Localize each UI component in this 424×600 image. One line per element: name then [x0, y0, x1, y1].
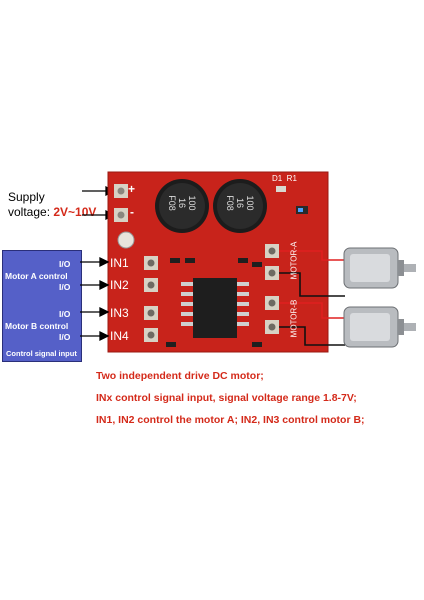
- motor-b-control-label: Motor B control: [5, 321, 69, 331]
- motor-a: [343, 247, 416, 289]
- motor-a-silk-label: MOTOR-A: [289, 241, 299, 280]
- supply-label: Supply voltage: 2V~10V: [8, 190, 96, 220]
- smd-components: [166, 258, 262, 347]
- in1-label: IN1: [110, 256, 129, 270]
- input-arrows: [80, 256, 110, 342]
- mounting-hole: [117, 231, 135, 249]
- smd-resistor: [276, 186, 286, 192]
- capacitor-right: [213, 179, 267, 233]
- io-label-4: I/O: [59, 332, 71, 342]
- driver-ic: [181, 278, 249, 338]
- input-pin-header: [144, 256, 158, 342]
- capacitor-left: [155, 179, 209, 233]
- plus-label: +: [128, 182, 136, 196]
- control-signal-panel: I/O Motor A control I/O I/O Motor B cont…: [2, 250, 82, 362]
- in2-label: IN2: [110, 278, 129, 292]
- motor-b: [343, 306, 416, 348]
- caption-line-1: Two independent drive DC motor;: [96, 370, 264, 382]
- control-signal-input-label: Control signal input: [6, 349, 77, 358]
- motor-b-silk-label: MOTOR-B: [289, 299, 299, 338]
- io-label-1: I/O: [59, 259, 71, 269]
- caption-line-2: INx control signal input, signal voltage…: [96, 392, 357, 404]
- caption-line-3: IN1, IN2 control the motor A; IN2, IN3 c…: [96, 414, 365, 426]
- led-labels: D1 R1: [272, 174, 297, 183]
- motor-wires: [279, 250, 345, 346]
- motor-a-control-label: Motor A control: [5, 271, 68, 281]
- power-pads: [114, 184, 128, 222]
- minus-label: -: [130, 205, 134, 219]
- in3-label: IN3: [110, 306, 129, 320]
- supply-title: Supply: [8, 190, 45, 204]
- io-label-2: I/O: [59, 282, 71, 292]
- motor-pin-header: [265, 244, 279, 334]
- in4-label: IN4: [110, 329, 129, 343]
- io-label-3: I/O: [59, 309, 71, 319]
